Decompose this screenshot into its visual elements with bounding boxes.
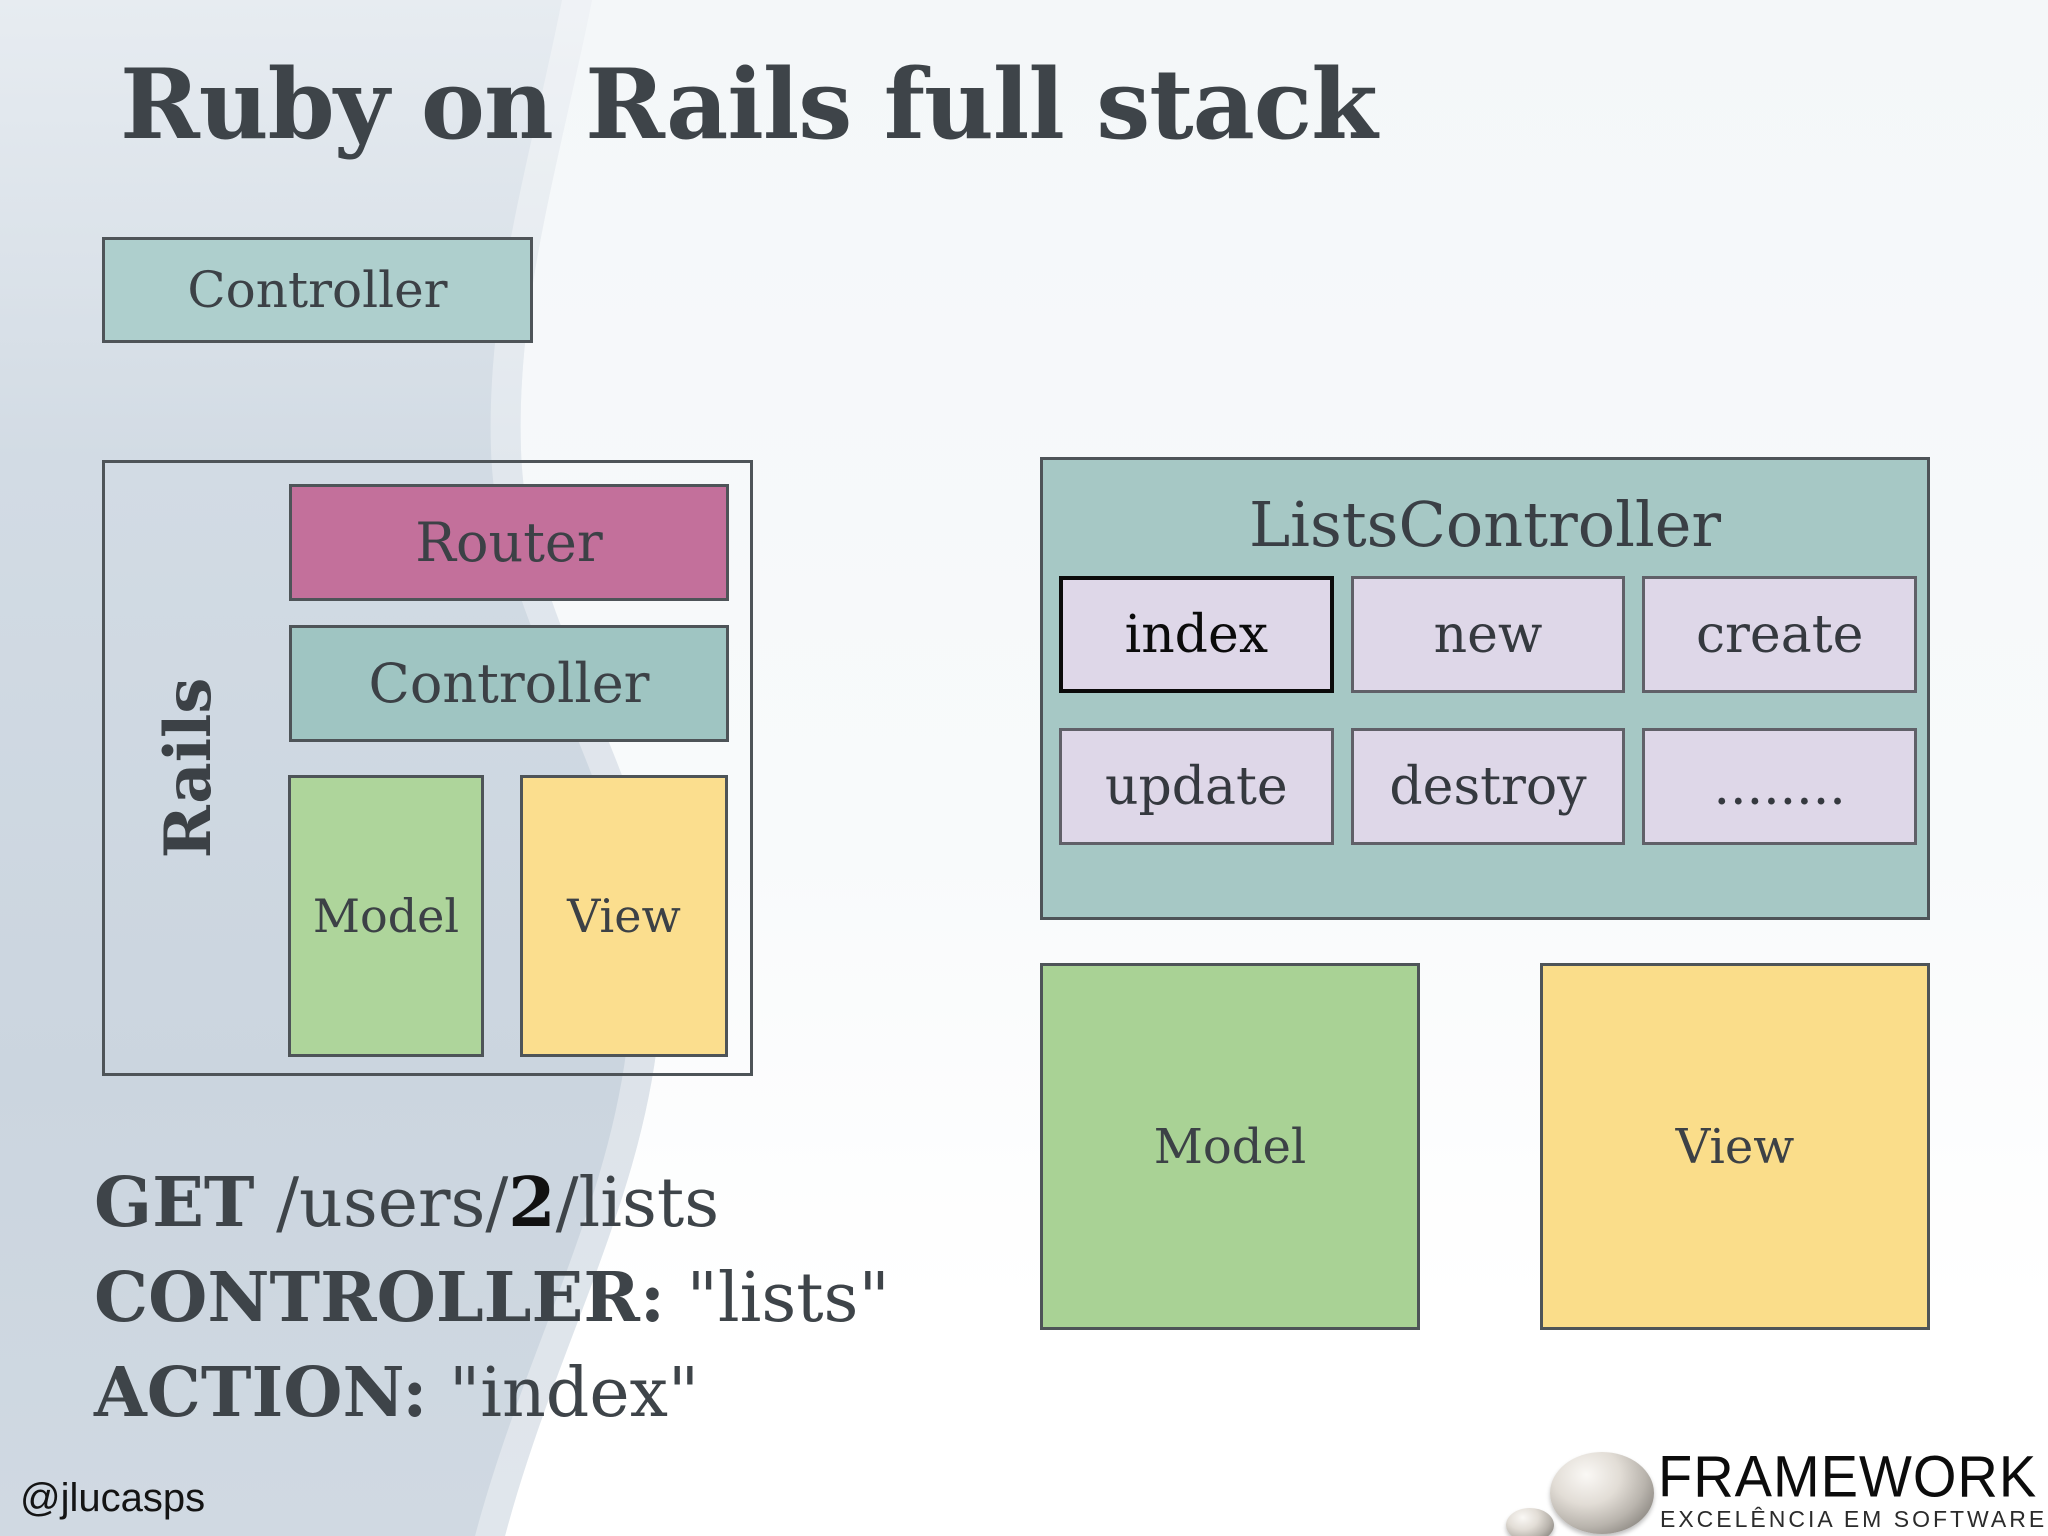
framework-logo: FRAMEWORK EXCELÊNCIA EM SOFTWARE <box>1462 1392 2048 1536</box>
request-path-pre: /users/ <box>276 1164 509 1243</box>
action-new-label: new <box>1433 604 1543 665</box>
action-destroy: destroy <box>1350 728 1626 845</box>
router-box: Router <box>289 484 729 601</box>
action-destroy-label: destroy <box>1389 756 1587 817</box>
rails-view-box: View <box>520 775 728 1057</box>
action-update: update <box>1059 728 1334 845</box>
actions-grid: index new create update destroy ........ <box>1059 576 1917 845</box>
action-more-label: ........ <box>1713 756 1846 817</box>
action-index: index <box>1059 576 1334 693</box>
request-controller-label: CONTROLLER: <box>94 1258 665 1338</box>
model-box: Model <box>1040 963 1420 1330</box>
rails-controller-label: Controller <box>368 652 650 715</box>
action-create-label: create <box>1695 604 1864 665</box>
request-path-id: 2 <box>508 1163 556 1243</box>
action-update-label: update <box>1104 756 1288 817</box>
view-box: View <box>1540 963 1930 1330</box>
request-line-controller: CONTROLLER: "lists" <box>94 1251 890 1346</box>
request-action-value: "index" <box>448 1354 700 1433</box>
rails-controller-box: Controller <box>289 625 729 742</box>
author-handle: @jlucasps <box>20 1476 206 1520</box>
pebble-icon <box>1550 1452 1654 1534</box>
logo-name: FRAMEWORK <box>1658 1443 2038 1510</box>
action-new: new <box>1350 576 1626 693</box>
action-more: ........ <box>1642 728 1917 845</box>
model-label: Model <box>1153 1118 1307 1175</box>
pebble-small-icon <box>1506 1508 1554 1536</box>
lists-controller-title: ListsController <box>1248 488 1722 561</box>
action-create: create <box>1642 576 1917 693</box>
request-action-label: ACTION: <box>94 1353 428 1433</box>
lists-controller-box: ListsController index new create update … <box>1040 457 1930 920</box>
controller-standalone-box: Controller <box>102 237 533 343</box>
view-label: View <box>1675 1118 1795 1175</box>
request-path-post: /lists <box>555 1164 720 1243</box>
request-line-get: GET /users/2/lists <box>94 1156 890 1251</box>
rails-stack-box <box>102 460 753 1076</box>
page-title: Ruby on Rails full stack <box>120 48 1378 161</box>
rails-view-label: View <box>567 889 681 943</box>
rails-model-box: Model <box>288 775 484 1057</box>
request-controller-value: "lists" <box>686 1259 890 1338</box>
request-line-action: ACTION: "index" <box>94 1346 890 1441</box>
rails-stack-label: Rails <box>150 677 226 859</box>
controller-standalone-label: Controller <box>187 261 448 319</box>
logo-tagline: EXCELÊNCIA EM SOFTWARE <box>1660 1506 2048 1532</box>
router-label: Router <box>415 511 603 574</box>
request-annotation: GET /users/2/lists CONTROLLER: "lists" A… <box>94 1156 890 1441</box>
rails-model-label: Model <box>312 889 460 943</box>
request-method: GET <box>94 1163 255 1243</box>
action-index-label: index <box>1124 604 1269 665</box>
